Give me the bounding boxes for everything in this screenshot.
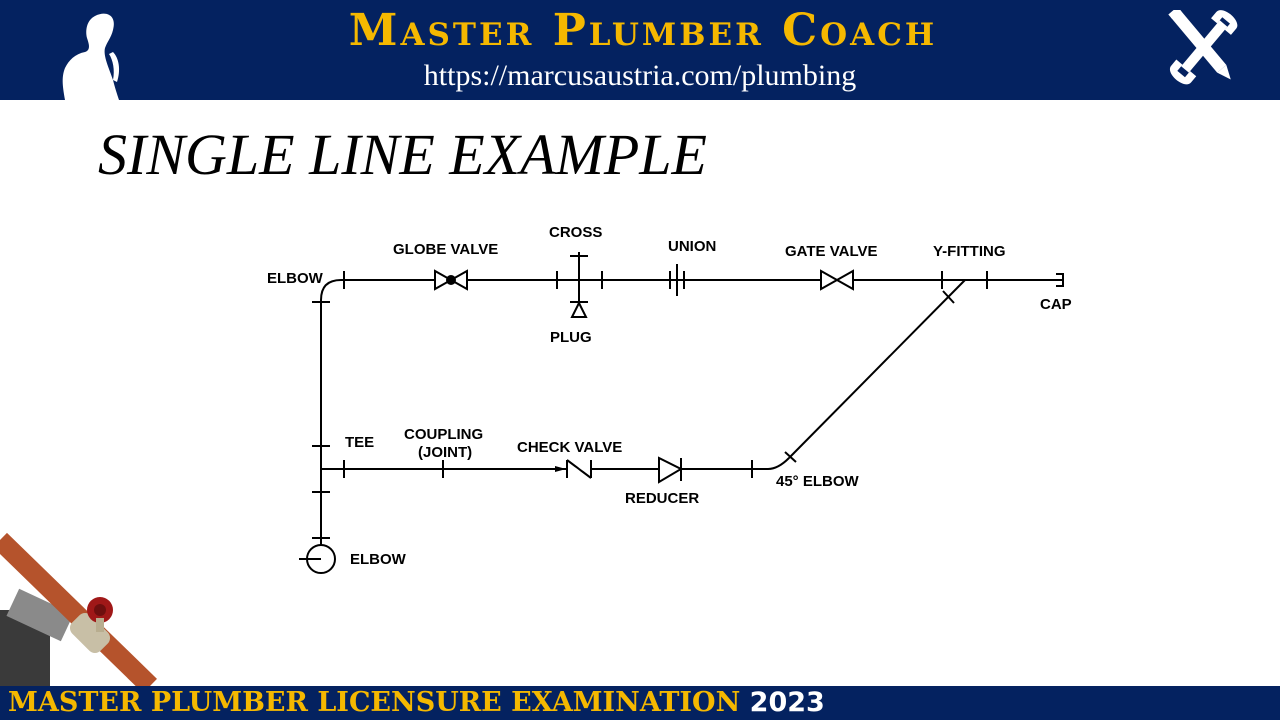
pipe-bottom — [321, 457, 790, 470]
elbow-down-symbol — [299, 544, 336, 574]
header-banner: Master Plumber Coach https://marcusaustr… — [0, 0, 1280, 100]
label-elbow-bottom: ELBOW — [350, 551, 407, 568]
globe-valve-symbol — [434, 269, 468, 291]
thinking-person-silhouette-icon — [62, 13, 120, 100]
label-y-fitting: Y-FITTING — [933, 243, 1006, 260]
footer-title: MASTER PLUMBER LICENSURE EXAMINATION 202… — [8, 686, 825, 720]
footer-exam-text: MASTER PLUMBER LICENSURE EXAMINATION — [8, 687, 741, 718]
label-coupling: COUPLING — [404, 426, 483, 443]
label-coupling-joint: (JOINT) — [418, 444, 472, 461]
cross-symbol — [556, 252, 603, 303]
label-cap: CAP — [1040, 296, 1072, 313]
footer-banner: MASTER PLUMBER LICENSURE EXAMINATION 202… — [0, 686, 1280, 720]
joint-45-elbow — [784, 451, 797, 463]
cap-symbol — [1056, 273, 1064, 287]
label-45-elbow: 45° ELBOW — [776, 473, 860, 490]
reducer-symbol — [658, 456, 684, 484]
gate-valve-symbol — [820, 269, 854, 291]
brand-url[interactable]: https://marcusaustria.com/plumbing — [423, 59, 857, 92]
label-tee: TEE — [345, 434, 374, 451]
label-union: UNION — [668, 238, 716, 255]
pipe-vertical-left — [320, 279, 342, 545]
check-valve-symbol — [555, 459, 592, 479]
label-reducer: REDUCER — [625, 490, 699, 507]
label-elbow-top: ELBOW — [267, 270, 324, 287]
footer-year: 2023 — [749, 687, 825, 718]
brand-title: Master Plumber Coach — [348, 5, 938, 56]
plug-symbol — [570, 300, 588, 318]
wrench-and-pencil-icon — [1168, 10, 1238, 85]
label-globe-valve: GLOBE VALVE — [393, 241, 498, 258]
y-fitting-symbol — [788, 271, 988, 459]
union-symbol — [669, 264, 685, 296]
copper-pipe-with-valve-and-wrench-image — [0, 532, 157, 686]
label-check-valve: CHECK VALVE — [517, 439, 622, 456]
label-cross: CROSS — [549, 224, 602, 241]
label-gate-valve: GATE VALVE — [785, 243, 878, 260]
label-plug: PLUG — [550, 329, 592, 346]
page-title: SINGLE LINE EXAMPLE — [98, 122, 707, 187]
